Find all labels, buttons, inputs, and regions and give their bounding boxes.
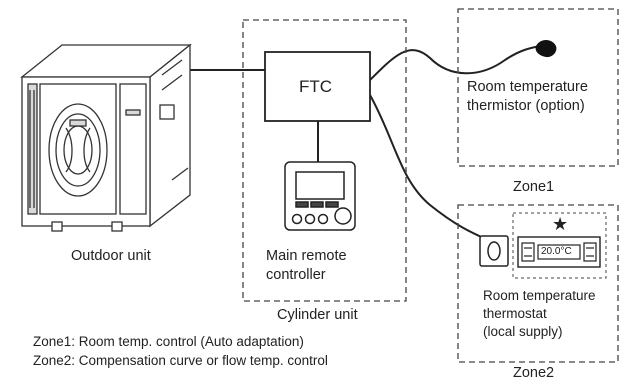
zone1-sensor-line2: thermistor (option) [467,98,585,114]
legend-zone2: Zone2: Compensation curve or flow temp. … [33,353,328,368]
thermostat-switch-icon [479,235,509,267]
thermostat-star: ★ [552,214,569,234]
zone1-sensor-line1: Room temperature [467,79,588,95]
zone2-thermostat-line1: Room temperature [483,288,596,303]
cylinder-unit-box [242,19,407,302]
thermostat-display: 20.0°C [541,246,572,257]
remote-label-line1: Main remote [266,248,347,264]
ftc-to-thermostat-wire [369,94,489,241]
zone1-name: Zone1 [513,179,555,195]
zone2-thermostat-line2: thermostat [483,306,547,321]
legend-zone1: Zone1: Room temp. control (Auto adaptati… [33,334,304,349]
ftc-label: FTC [299,77,333,96]
outdoor-unit-icon [20,43,192,232]
remote-controller-icon [284,161,356,231]
cylinder-unit-label: Cylinder unit [277,307,358,323]
thermistor-icon [535,40,557,58]
remote-label-line2: controller [266,267,326,283]
outdoor-unit-label: Outdoor unit [71,248,151,264]
ftc-box [264,51,371,122]
zone2-thermostat-line3: (local supply) [483,324,563,339]
ftc-to-thermistor-wire [369,45,541,81]
digital-thermostat-icon [512,212,607,279]
zone1-box [457,8,619,167]
zone2-box [457,204,619,363]
zone2-name: Zone2 [513,365,555,381]
